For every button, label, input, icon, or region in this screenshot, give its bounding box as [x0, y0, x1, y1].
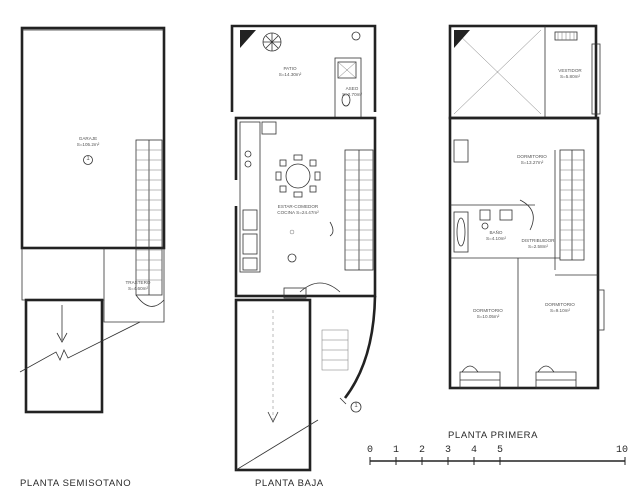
- room-label-vestidor: VESTIDOR S=5.80m²: [558, 68, 582, 79]
- title-planta-baja: PLANTA BAJA: [255, 478, 324, 489]
- plan-primera: [448, 24, 605, 390]
- primera-north-marker: [454, 30, 470, 48]
- baja-entry-stairs: [321, 329, 349, 371]
- room-label-trastero: TRASTERO S=4.60m²: [125, 280, 151, 291]
- baja-main-walls: [234, 116, 377, 298]
- baja-kitchen: [239, 121, 277, 273]
- room-label-bano: BAÑO S=4.10m²: [485, 230, 507, 241]
- plan-semisotano: [19, 26, 166, 414]
- marker-baja-1: 1: [354, 403, 358, 409]
- scale-tick-10: 10: [615, 445, 629, 456]
- semisotano-marker-circle: [83, 155, 93, 165]
- primera-windows: [459, 365, 577, 389]
- primera-main-walls: [448, 116, 600, 390]
- scale-bar: [369, 457, 626, 465]
- marker-semisotano-1: 1: [86, 156, 90, 162]
- baja-patio-walls: [230, 24, 377, 112]
- scale-tick-0: 0: [366, 445, 374, 456]
- room-label-dormitorio-1: DORMITORIO S=13.27m²: [517, 154, 547, 165]
- scale-tick-3: 3: [444, 445, 452, 456]
- baja-north-marker: [240, 30, 256, 48]
- baja-stairs: [344, 149, 374, 271]
- scale-tick-4: 4: [470, 445, 478, 456]
- room-label-patio: PATIO S=14.30m²: [278, 66, 302, 77]
- scale-tick-5: 5: [496, 445, 504, 456]
- plan-baja: [230, 24, 377, 472]
- room-label-dormitorio-2: DORMITORIO S=10.05m²: [473, 308, 503, 319]
- baja-patio-plant: [262, 32, 282, 52]
- room-label-dormitorio-3: DORMITORIO S=9.10m²: [545, 302, 575, 313]
- semisotano-walls: [20, 26, 166, 250]
- baja-ramp: [234, 298, 312, 472]
- baja-marker-circle: [350, 401, 362, 413]
- room-label-aseo: ASEO S=2.70m²: [341, 86, 363, 97]
- primera-stairs: [559, 149, 585, 261]
- room-label-estar-comedor: ESTAR-COMEDOR COCINA S=24.47m²: [277, 204, 319, 215]
- baja-curved-wall: [343, 295, 377, 399]
- baja-dining-table: [275, 154, 321, 198]
- primera-bathroom-fixtures: [453, 209, 513, 253]
- scale-tick-1: 1: [392, 445, 400, 456]
- semisotano-stairs: [135, 139, 163, 296]
- title-planta-primera: PLANTA PRIMERA: [448, 430, 539, 441]
- room-label-garaje: GARAJE S=105.2m²: [76, 136, 100, 147]
- room-label-distribuidor: DISTRIBUIDOR S=2.58m²: [521, 238, 555, 249]
- scale-tick-2: 2: [418, 445, 426, 456]
- semisotano-ramp: [24, 298, 104, 414]
- primera-void: [453, 29, 542, 115]
- title-planta-semisotano: PLANTA SEMISOTANO: [20, 478, 132, 489]
